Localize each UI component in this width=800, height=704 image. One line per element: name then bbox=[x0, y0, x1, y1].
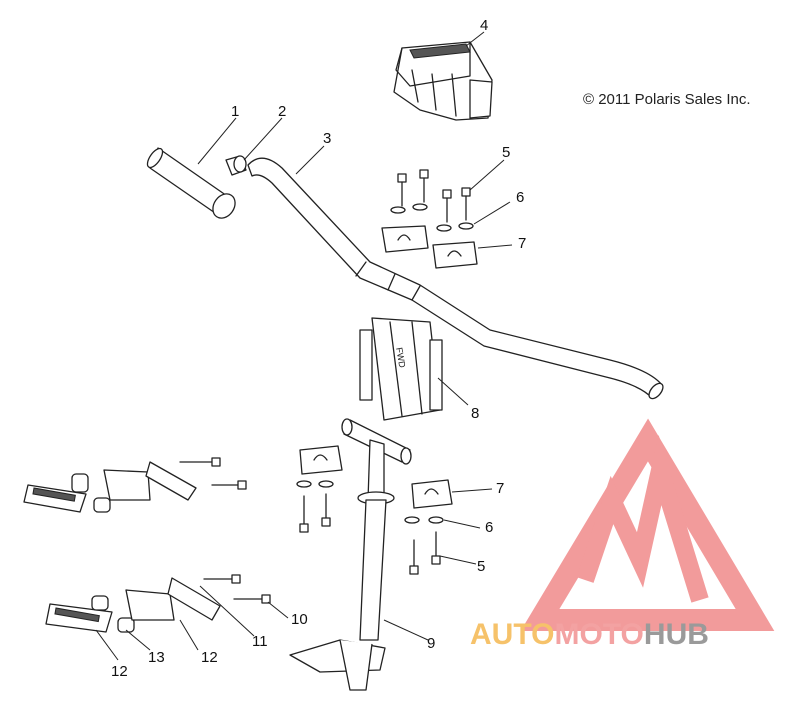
steering-post bbox=[289, 418, 412, 691]
watermark-hub: HUB bbox=[643, 618, 709, 651]
copyright-notice: © 2011 Polaris Sales Inc. bbox=[583, 91, 751, 108]
upper-clamps bbox=[381, 225, 478, 269]
callout-3: 3 bbox=[323, 130, 332, 147]
watermark-text: AUTOMOTOHUB bbox=[470, 618, 709, 652]
callout-5-upper: 5 bbox=[502, 144, 511, 161]
callout-6-upper: 6 bbox=[516, 189, 525, 206]
lower-clamps bbox=[299, 445, 453, 509]
callout-12-left: 12 bbox=[111, 663, 128, 680]
upper-bolts bbox=[397, 169, 471, 223]
callout-4: 4 bbox=[480, 17, 489, 34]
callout-11: 11 bbox=[252, 633, 268, 650]
callout-7-lower: 7 bbox=[496, 480, 505, 497]
watermark-moto: MOTO bbox=[554, 618, 644, 651]
riser-block: FWD bbox=[359, 317, 443, 421]
watermark-logo bbox=[520, 418, 775, 631]
upper-washers bbox=[390, 203, 474, 232]
upper-left-mount bbox=[23, 457, 247, 513]
callout-10: 10 bbox=[291, 611, 308, 628]
svg-text:FWD: FWD bbox=[394, 347, 407, 369]
watermark-auto: AUTO bbox=[470, 618, 555, 651]
callout-7-upper: 7 bbox=[518, 235, 527, 252]
callout-1: 1 bbox=[231, 103, 240, 120]
callout-6-lower: 6 bbox=[485, 519, 494, 536]
grip-tube bbox=[146, 147, 236, 219]
callout-5-lower: 5 bbox=[477, 558, 486, 575]
callout-13: 13 bbox=[148, 649, 165, 666]
callout-9: 9 bbox=[427, 635, 436, 652]
lower-bolts bbox=[299, 493, 441, 575]
callout-2: 2 bbox=[278, 103, 287, 120]
sleeve bbox=[225, 155, 247, 176]
handlebar bbox=[247, 157, 664, 400]
callout-8: 8 bbox=[471, 405, 480, 422]
lower-left-mount bbox=[45, 574, 271, 633]
callout-12-right: 12 bbox=[201, 649, 218, 666]
handlebar-pad bbox=[393, 41, 493, 121]
leader-lines bbox=[95, 31, 513, 661]
lower-washers bbox=[296, 480, 444, 524]
